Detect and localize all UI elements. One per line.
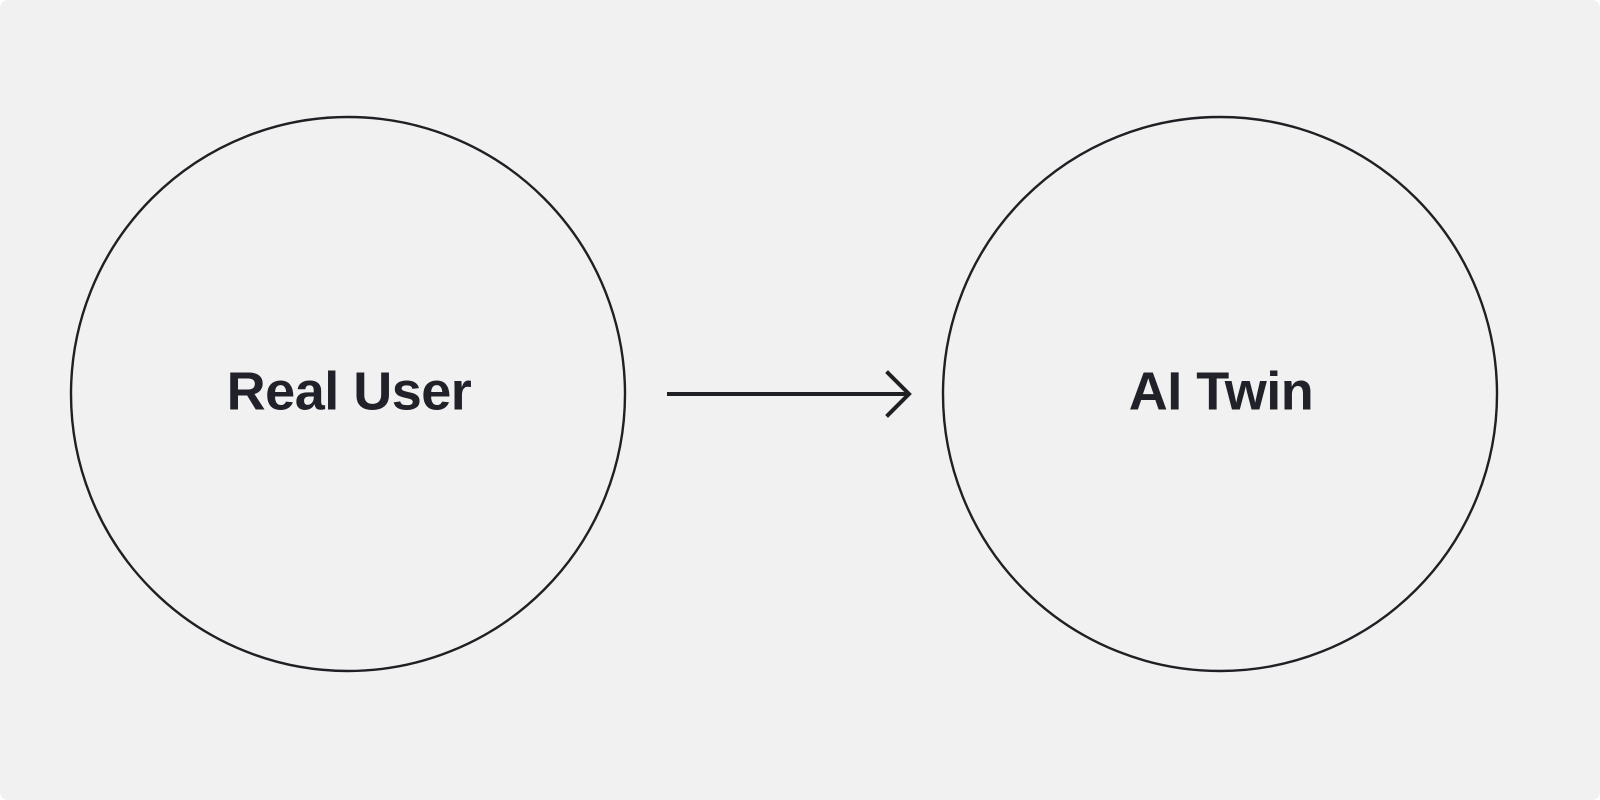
- real-user-label: Real User: [227, 361, 472, 421]
- ai-twin-label: AI Twin: [1129, 361, 1313, 421]
- node-real-user[interactable]: Real User: [69, 115, 627, 673]
- real-user-circle[interactable]: [69, 115, 627, 673]
- arrow-head-icon: [885, 370, 912, 418]
- arrow-real-user-to-ai-twin: [667, 370, 912, 418]
- ai-twin-circle[interactable]: [941, 115, 1499, 673]
- node-ai-twin[interactable]: AI Twin: [941, 115, 1499, 673]
